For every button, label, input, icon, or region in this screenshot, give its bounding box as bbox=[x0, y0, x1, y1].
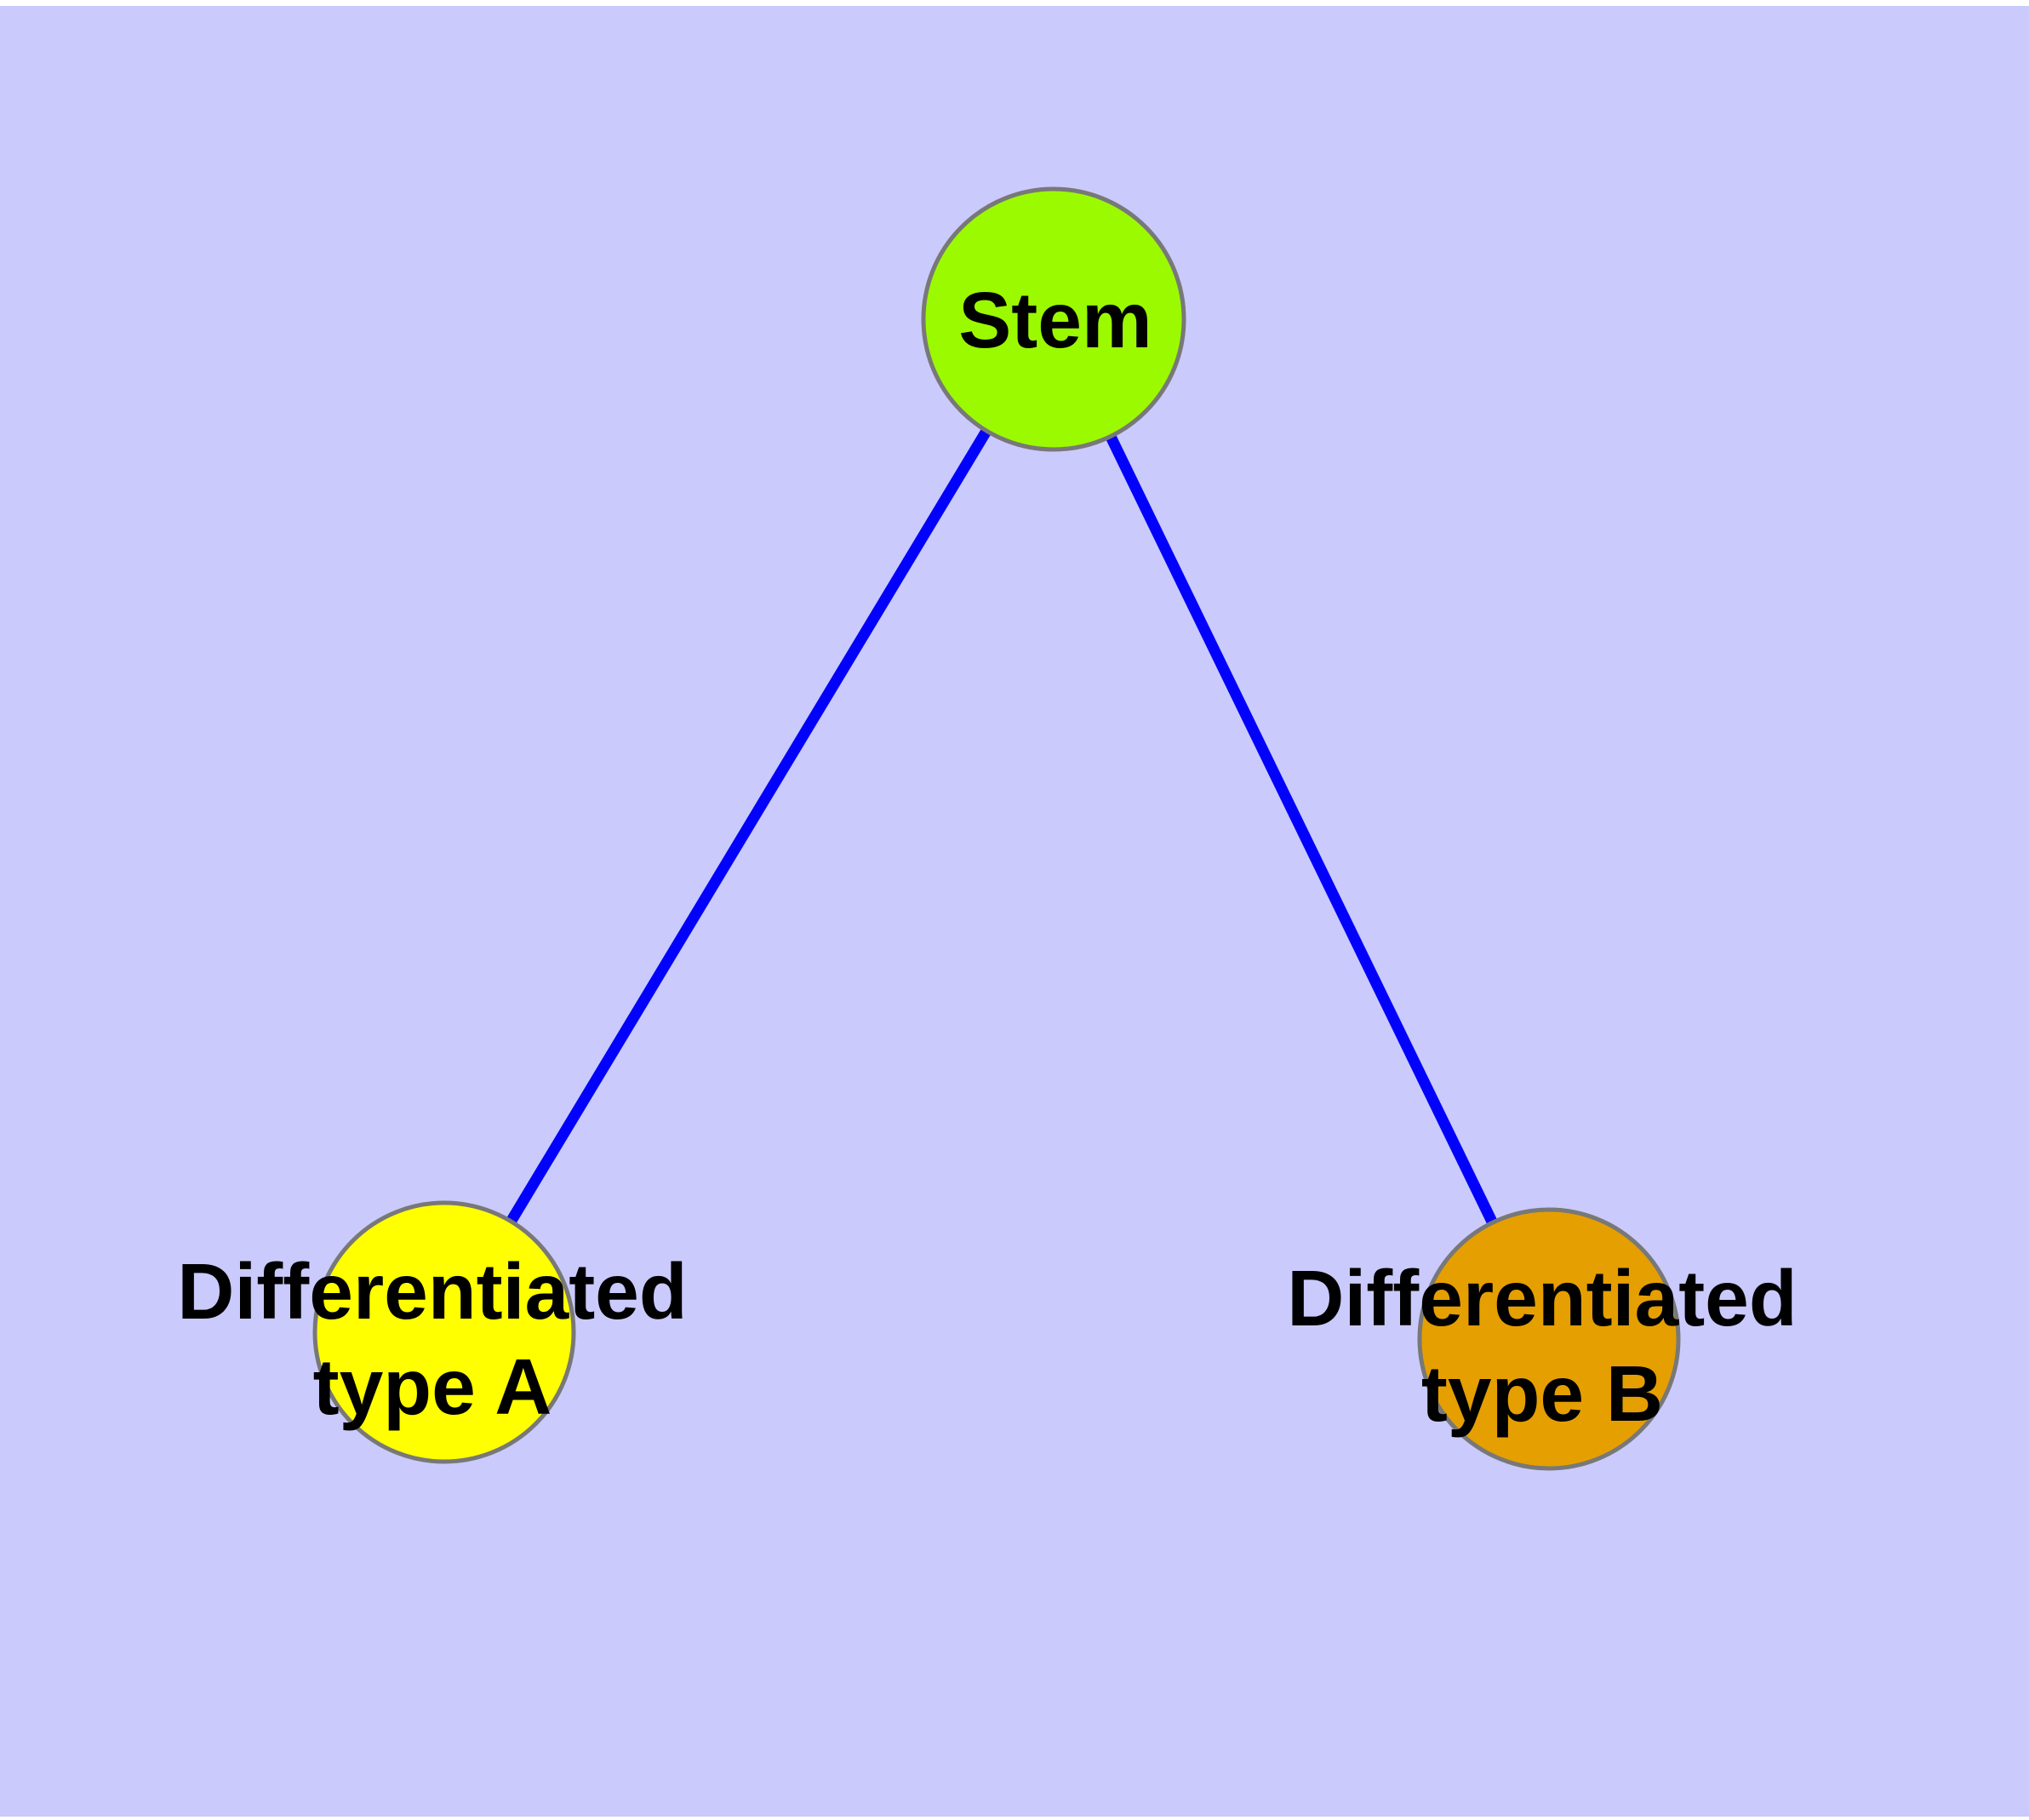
node-stem-label: Stem bbox=[958, 276, 1152, 364]
node-type-a-label-line-2: type A bbox=[313, 1342, 552, 1431]
edge-stem-to-type-a bbox=[439, 316, 1059, 1336]
node-type-b-label-line-2: type B bbox=[1421, 1349, 1663, 1438]
edge-stem-to-type-b bbox=[1049, 317, 1554, 1342]
node-type-a-label-line-1: Differentiated bbox=[177, 1247, 687, 1336]
node-stem bbox=[921, 186, 1186, 452]
node-type-b-label-line-1: Differentiated bbox=[1287, 1254, 1797, 1342]
node-differentiated-type-a bbox=[312, 1200, 576, 1464]
node-differentiated-type-b bbox=[1417, 1207, 1681, 1471]
